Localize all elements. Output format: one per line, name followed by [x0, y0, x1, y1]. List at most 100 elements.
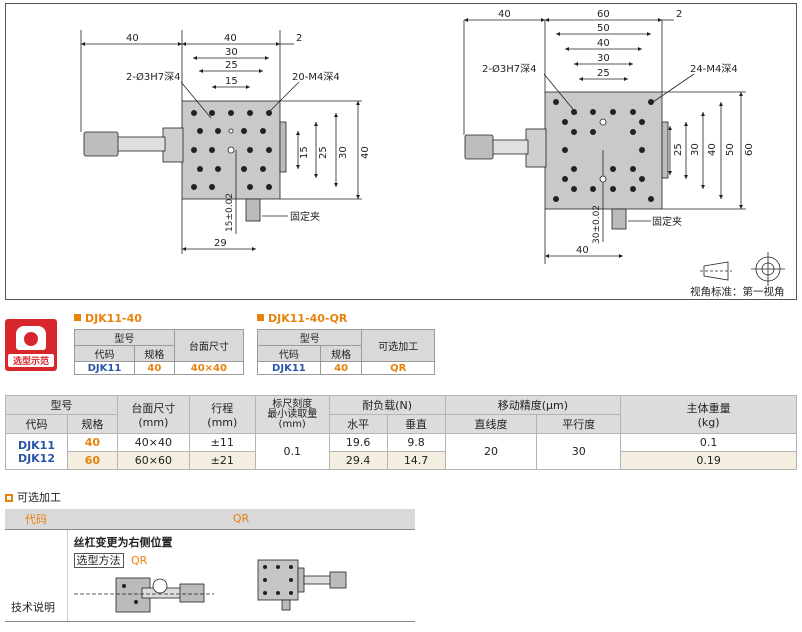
- row1-stroke: ±11: [188, 433, 256, 452]
- h-scale: 标尺刻度最小读取量(mm): [254, 395, 330, 434]
- dim-left-15-tol: 15±0.02: [225, 193, 235, 232]
- row2-stroke: ±21: [188, 451, 256, 470]
- ex2-h-model: 型号: [256, 329, 363, 346]
- h-parallel: 平行度: [536, 414, 622, 434]
- dim-right-30: 30: [597, 53, 610, 64]
- table-row: 60 60×60 ±21 29.4 14.7 0.19: [6, 451, 797, 470]
- technical-drawing: 40 40 30 25 15 2 2-Ø3H7深4 20-M4深4 15 25 …: [5, 3, 797, 300]
- ex1-code: DJK11: [74, 361, 135, 375]
- dim-left-40: 40: [224, 33, 237, 44]
- dim-left-29: 29: [214, 238, 227, 249]
- h-straight: 直线度: [444, 414, 538, 434]
- phone-icon: [16, 326, 46, 350]
- opt-desc-title: 丝杠变更为右侧位置: [73, 535, 173, 549]
- h-vertical: 垂直: [386, 414, 446, 434]
- row2-horizontal: 29.4: [328, 451, 388, 470]
- parallel-cell: 30: [536, 433, 622, 470]
- ex2-h-code: 代码: [257, 345, 321, 362]
- hole-note-right: 2-Ø3H7深4: [482, 63, 536, 75]
- row2-size: 60×60: [116, 451, 190, 470]
- spec-table: 型号 台面尺寸(mm) 行程(mm) 标尺刻度最小读取量(mm) 耐负载(N) …: [5, 395, 797, 470]
- h-accuracy: 移动精度(μm): [444, 395, 622, 415]
- ex2-code: DJK11: [257, 361, 321, 375]
- example1-title: DJK11-40: [74, 312, 142, 325]
- row1-horizontal: 19.6: [328, 433, 388, 452]
- dim-left-v25: 25: [318, 146, 329, 159]
- dim-right-v50: 50: [725, 143, 736, 156]
- hole-note-left: 2-Ø3H7深4: [126, 71, 180, 83]
- h-horizontal: 水平: [328, 414, 388, 434]
- row1-size: 40×40: [116, 433, 190, 452]
- tap-note-left: 20-M4深4: [292, 71, 340, 83]
- example2-table: 型号 可选加工 代码 规格 DJK11 40 QR: [256, 329, 435, 375]
- opt-row-label: 技术说明: [5, 529, 67, 622]
- tap-note-right: 24-M4深4: [690, 63, 738, 75]
- options-title-text: 可选加工: [17, 491, 61, 504]
- dim-right-40-offset: 40: [498, 9, 511, 20]
- dim-right-40-bottom: 40: [576, 245, 589, 256]
- h-model: 型号: [5, 395, 118, 415]
- example2-title-text: DJK11-40-QR: [268, 312, 348, 325]
- dim-left-25: 25: [225, 60, 238, 71]
- example2-title: DJK11-40-QR: [257, 312, 347, 325]
- h-size: 台面尺寸(mm): [116, 395, 190, 434]
- opt-method-label: 选型方法: [73, 552, 124, 568]
- opt-code: QR: [67, 509, 415, 530]
- dim-left-v40: 40: [360, 146, 371, 159]
- ex2-spec: 40: [319, 361, 363, 375]
- dim-left-v15: 15: [299, 146, 310, 159]
- ex2-opt: QR: [361, 361, 435, 375]
- row1-spec: 40: [66, 433, 118, 452]
- example1-table: 型号 台面尺寸 代码 规格 DJK11 40 40×40: [74, 329, 245, 375]
- dim-right-60: 60: [597, 9, 610, 20]
- projection-label: 视角标准：第一视角: [690, 285, 785, 298]
- dim-right-2: 2: [676, 9, 682, 20]
- row2-weight: 0.19: [620, 451, 797, 470]
- opt-h-code: 代码: [5, 509, 67, 530]
- dim-right-25: 25: [597, 68, 610, 79]
- ex1-spec: 40: [133, 361, 175, 375]
- dim-left-40-offset: 40: [126, 33, 139, 44]
- opt-desc-cell: 丝杠变更为右侧位置 选型方法 QR: [66, 529, 415, 622]
- dim-left-v30: 30: [338, 146, 349, 159]
- clamp-label-right: 固定夹: [652, 215, 682, 228]
- row2-spec: 60: [66, 451, 118, 470]
- ex1-size: 40×40: [173, 361, 245, 375]
- dim-right-v60: 60: [744, 143, 755, 156]
- h-code: 代码: [5, 414, 68, 434]
- drawing-svg: 40 40 30 25 15 2 2-Ø3H7深4 20-M4深4 15 25 …: [80, 9, 785, 298]
- h-spec: 规格: [66, 414, 118, 434]
- row1-weight: 0.1: [620, 433, 797, 452]
- example1-title-text: DJK11-40: [85, 312, 142, 325]
- ex1-h-code: 代码: [74, 345, 135, 362]
- dim-right-v30: 30: [690, 143, 701, 156]
- row1-vertical: 9.8: [386, 433, 446, 452]
- straight-cell: 20: [444, 433, 538, 470]
- options-table: 代码 QR 技术说明 丝杠变更为右侧位置 选型方法 QR: [5, 509, 415, 622]
- dim-right-v25: 25: [673, 143, 684, 156]
- dim-left-30: 30: [225, 47, 238, 58]
- selection-example-badge: 选型示范: [5, 319, 57, 371]
- badge-label: 选型示范: [8, 354, 54, 367]
- opt-method-value: QR: [131, 553, 148, 567]
- ex1-h-spec: 规格: [133, 345, 175, 362]
- ex1-h-model: 型号: [74, 329, 175, 346]
- ex1-h-size: 台面尺寸: [173, 329, 245, 362]
- dim-right-30-tol: 30±0.02: [592, 205, 602, 244]
- opt-method: 选型方法 QR: [73, 552, 410, 568]
- scale-cell: 0.1: [254, 433, 330, 470]
- dim-right-50: 50: [597, 23, 610, 34]
- options-title: 可选加工: [5, 489, 61, 505]
- clamp-label-left: 固定夹: [290, 210, 320, 223]
- dim-left-2: 2: [296, 33, 302, 44]
- h-stroke: 行程(mm): [188, 395, 256, 434]
- h-load: 耐负载(N): [328, 395, 446, 415]
- dim-right-v40: 40: [707, 143, 718, 156]
- qr-illustration: [73, 559, 346, 612]
- square-icon: [5, 494, 13, 502]
- dim-left-15: 15: [225, 76, 238, 87]
- ex2-h-opt: 可选加工: [361, 329, 435, 362]
- row2-vertical: 14.7: [386, 451, 446, 470]
